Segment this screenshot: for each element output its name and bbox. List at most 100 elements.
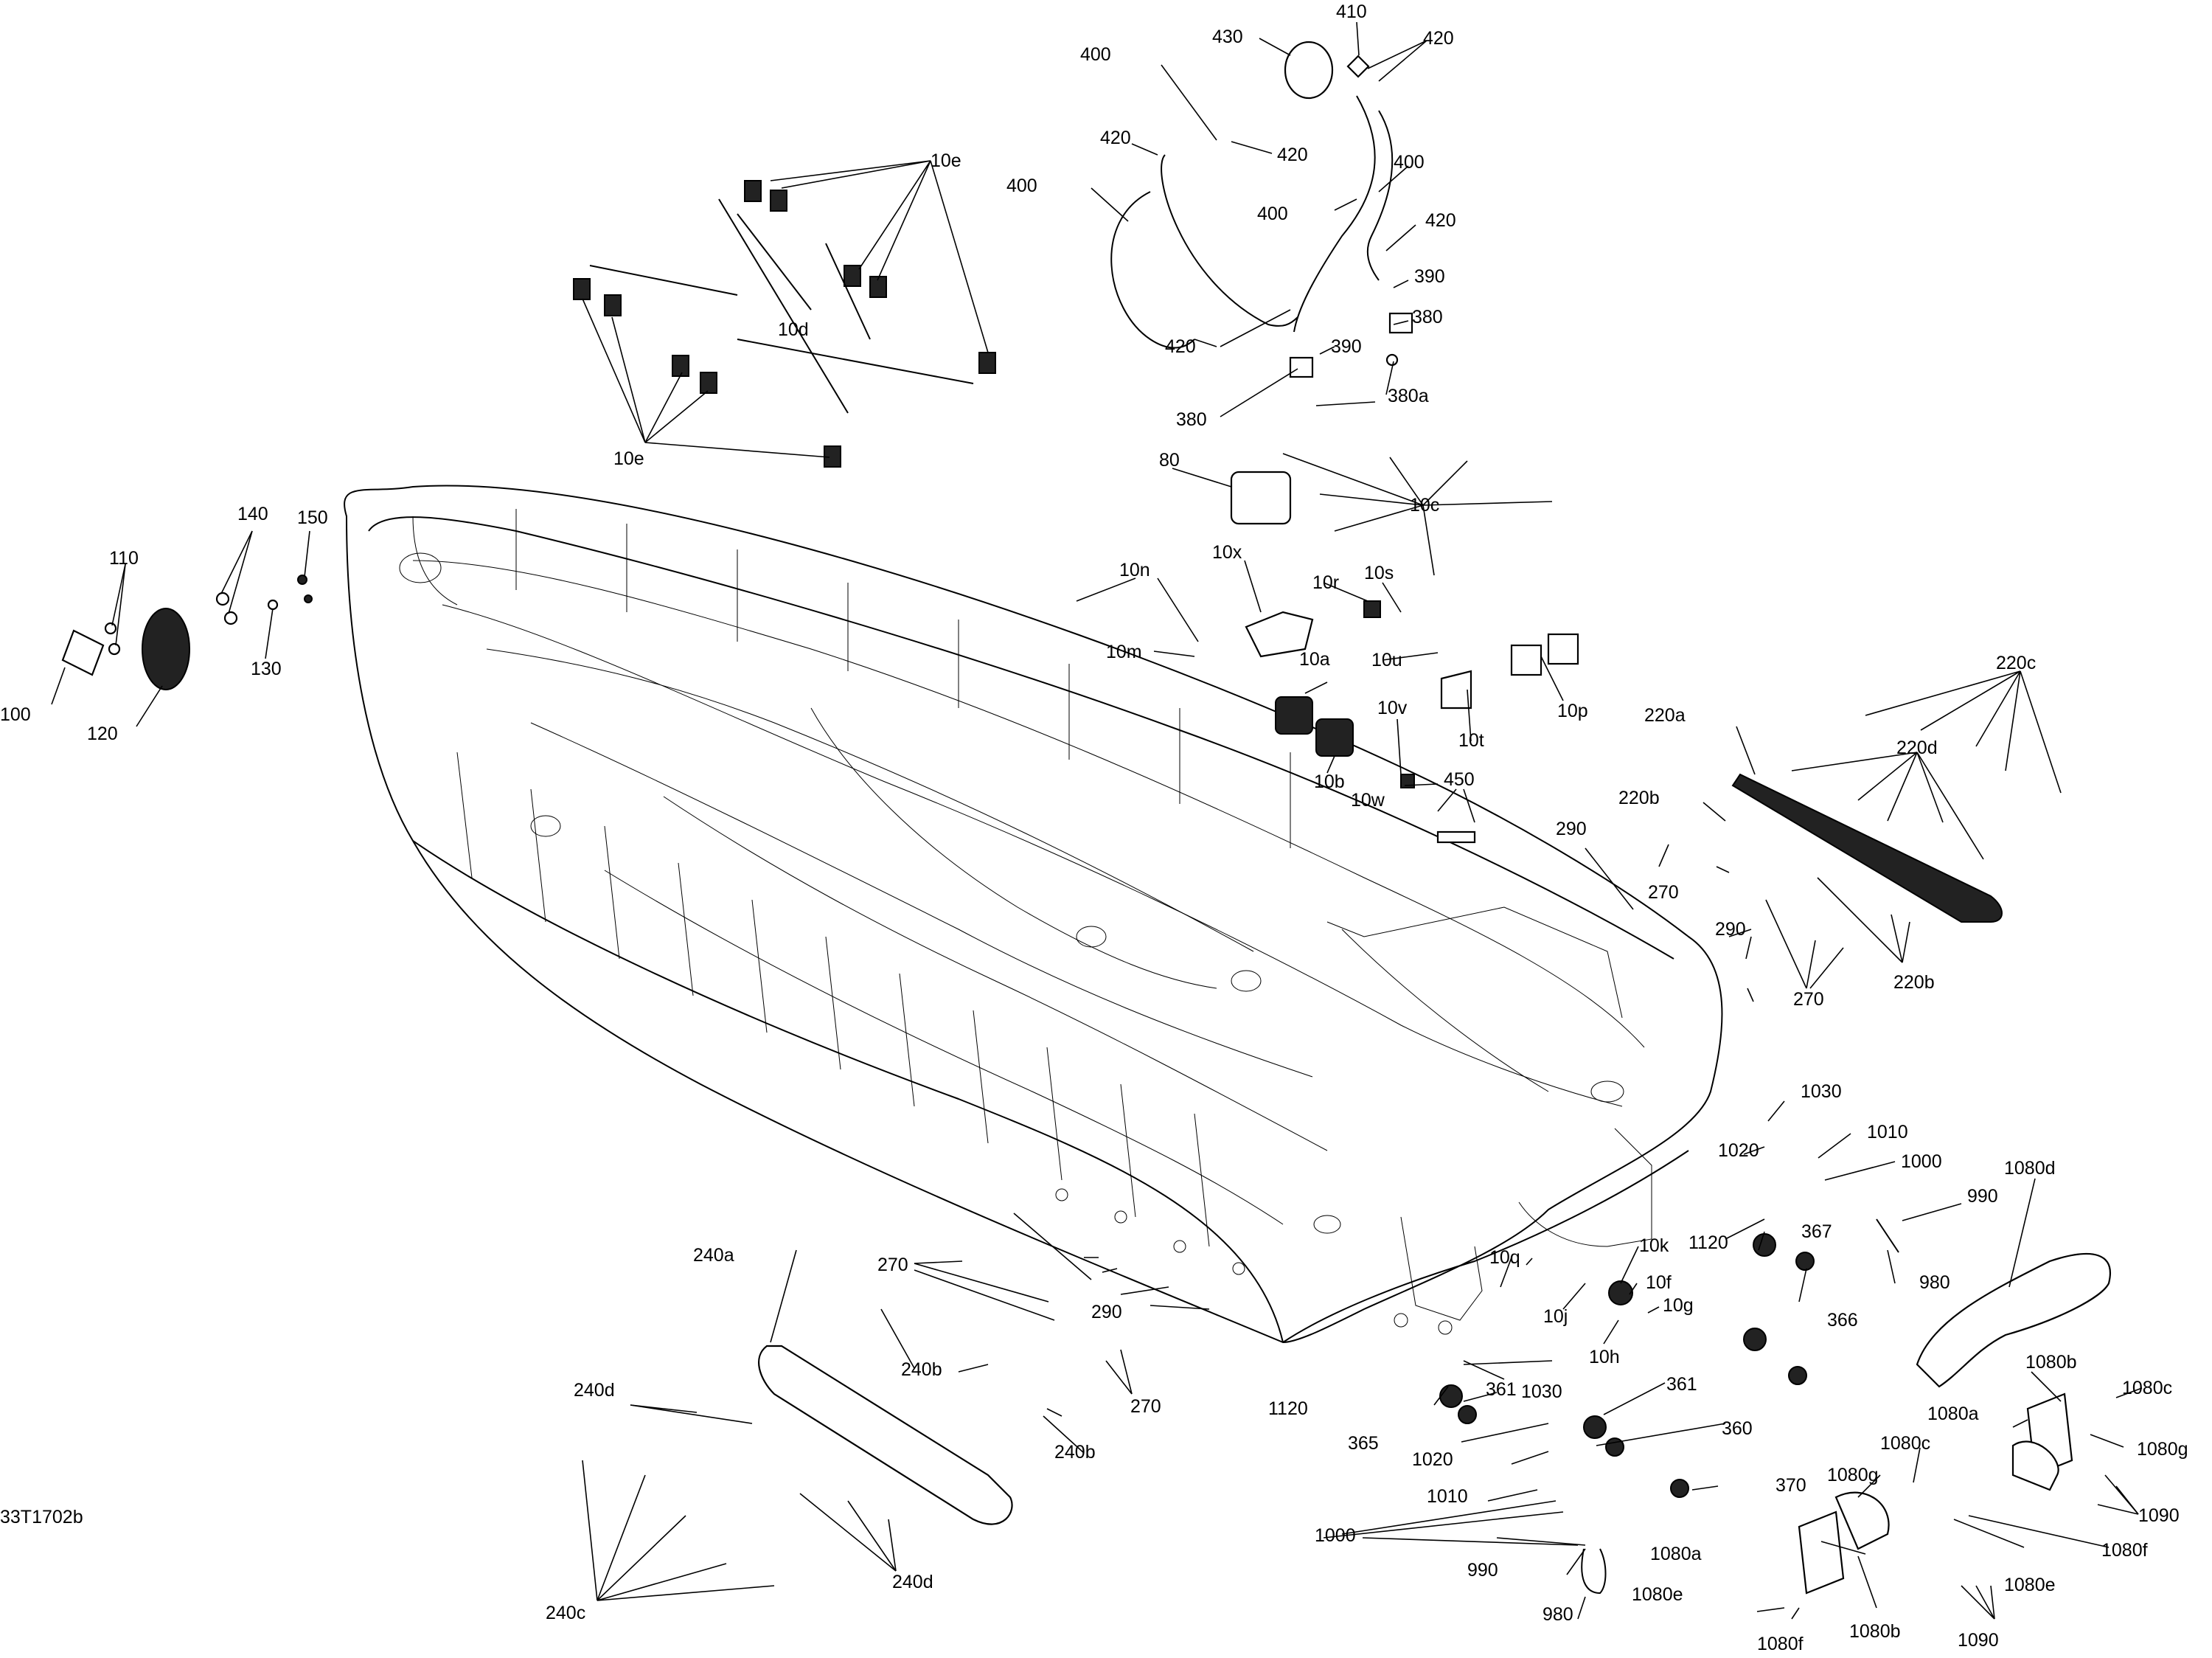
callout-367: 367 xyxy=(1801,1221,1832,1242)
callout-270: 270 xyxy=(877,1255,908,1275)
callout-240d: 240d xyxy=(574,1380,615,1401)
bracket-10e-8 xyxy=(672,355,689,377)
callout-420: 420 xyxy=(1425,210,1456,231)
callout-220b: 220b xyxy=(1618,788,1660,808)
callout-120: 120 xyxy=(87,724,118,744)
callout-110: 110 xyxy=(109,548,139,569)
bracket-10e-6 xyxy=(573,278,591,300)
bracket-10e-1 xyxy=(744,180,762,202)
component-10x xyxy=(1245,611,1314,658)
callout-1080c: 1080c xyxy=(2122,1378,2172,1398)
callout-1090: 1090 xyxy=(2138,1505,2180,1526)
grommet-361-b xyxy=(1583,1415,1607,1439)
callout-980: 980 xyxy=(1919,1272,1950,1293)
callout-10a: 10a xyxy=(1299,649,1330,670)
callout-10j: 10j xyxy=(1543,1306,1568,1327)
callout-240b: 240b xyxy=(901,1359,942,1380)
callout-10g: 10g xyxy=(1663,1295,1694,1316)
bracket-10p-a xyxy=(1510,644,1543,676)
sleeve-10b xyxy=(1315,718,1354,757)
callout-420: 420 xyxy=(1423,28,1454,49)
callout-270: 270 xyxy=(1648,882,1679,903)
callout-400: 400 xyxy=(1006,176,1037,196)
bracket-10p-b xyxy=(1547,633,1579,665)
callout-150: 150 xyxy=(297,507,328,528)
callout-1030: 1030 xyxy=(1521,1381,1562,1402)
callout-270: 270 xyxy=(1130,1396,1161,1417)
bracket-10e-9 xyxy=(700,372,717,394)
callout-10m: 10m xyxy=(1106,642,1142,662)
callout-360: 360 xyxy=(1722,1418,1753,1439)
callout-380a: 380a xyxy=(1388,386,1429,406)
callout-400: 400 xyxy=(1257,204,1288,224)
grommet-361-a xyxy=(1439,1384,1463,1408)
grab-handle-1080d xyxy=(1916,1252,2111,1388)
callout-10s: 10s xyxy=(1364,563,1394,583)
hose-400-left xyxy=(1110,191,1195,349)
callout-420: 420 xyxy=(1165,336,1196,357)
callout-240c: 240c xyxy=(546,1603,585,1623)
hose-400-mid xyxy=(1161,154,1298,327)
callout-1120: 1120 xyxy=(1268,1398,1308,1419)
callout-366: 366 xyxy=(1827,1310,1858,1331)
bracket-10e-3 xyxy=(844,265,861,287)
callout-290: 290 xyxy=(1556,819,1587,839)
callout-420: 420 xyxy=(1100,128,1131,148)
bracket-10e-4 xyxy=(869,276,887,298)
callout-1080e: 1080e xyxy=(1632,1584,1683,1605)
callout-130: 130 xyxy=(251,659,282,679)
callout-400: 400 xyxy=(1080,44,1111,65)
callout-1080g: 1080g xyxy=(2137,1439,2188,1460)
callout-361: 361 xyxy=(1666,1374,1697,1395)
hose-400-right-a xyxy=(1293,95,1376,333)
callout-365: 365 xyxy=(1348,1433,1379,1454)
callout-10k: 10k xyxy=(1639,1235,1669,1256)
callout-10p: 10p xyxy=(1557,701,1588,721)
fitting-410 xyxy=(1346,55,1370,78)
callout-10e: 10e xyxy=(931,150,961,171)
callout-1010: 1010 xyxy=(1867,1122,1908,1142)
callout-220a: 220a xyxy=(1644,705,1686,726)
callout-1080e: 1080e xyxy=(2004,1575,2056,1595)
callout-220b: 220b xyxy=(1893,972,1935,993)
sponson-240a xyxy=(758,1345,1013,1525)
callout-370: 370 xyxy=(1775,1475,1806,1496)
grommet-365 xyxy=(1458,1405,1477,1424)
grommet-361-c xyxy=(1743,1328,1767,1351)
callout-100: 100 xyxy=(0,704,31,725)
callout-450: 450 xyxy=(1444,769,1475,790)
callout-1120: 1120 xyxy=(1688,1232,1728,1253)
leader-lines xyxy=(51,21,2143,1620)
bracket-10e-2 xyxy=(770,190,787,212)
callout-290: 290 xyxy=(1091,1302,1122,1322)
plug-370 xyxy=(1670,1479,1689,1498)
callout-1090: 1090 xyxy=(1958,1630,1999,1651)
callout-420: 420 xyxy=(1277,145,1308,165)
callout-1080g: 1080g xyxy=(1827,1465,1879,1485)
callout-1020: 1020 xyxy=(1718,1140,1759,1161)
bracket-10e-5 xyxy=(978,352,996,374)
callout-990: 990 xyxy=(1967,1186,1998,1207)
callout-1030: 1030 xyxy=(1801,1081,1842,1102)
grommet-367 xyxy=(1753,1233,1776,1257)
callout-10r: 10r xyxy=(1312,572,1339,593)
callout-10v: 10v xyxy=(1377,698,1408,718)
callout-980: 980 xyxy=(1543,1604,1573,1625)
callout-1080d: 1080d xyxy=(2004,1158,2056,1179)
component-80 xyxy=(1230,471,1292,525)
callout-10u: 10u xyxy=(1371,650,1402,670)
callout-10q: 10q xyxy=(1489,1247,1520,1268)
callout-240d: 240d xyxy=(892,1572,933,1592)
cover-120 xyxy=(142,608,190,690)
callout-240a: 240a xyxy=(693,1245,734,1266)
callout-10b: 10b xyxy=(1314,771,1345,792)
callout-410: 410 xyxy=(1336,1,1367,22)
grommet-360-b xyxy=(1788,1366,1807,1385)
callout-1080a: 1080a xyxy=(1927,1404,1979,1424)
callout-80: 80 xyxy=(1159,450,1180,471)
clip-10w xyxy=(1400,774,1415,788)
callout-1080b: 1080b xyxy=(1849,1621,1901,1642)
clip-980-bot xyxy=(1581,1548,1607,1595)
